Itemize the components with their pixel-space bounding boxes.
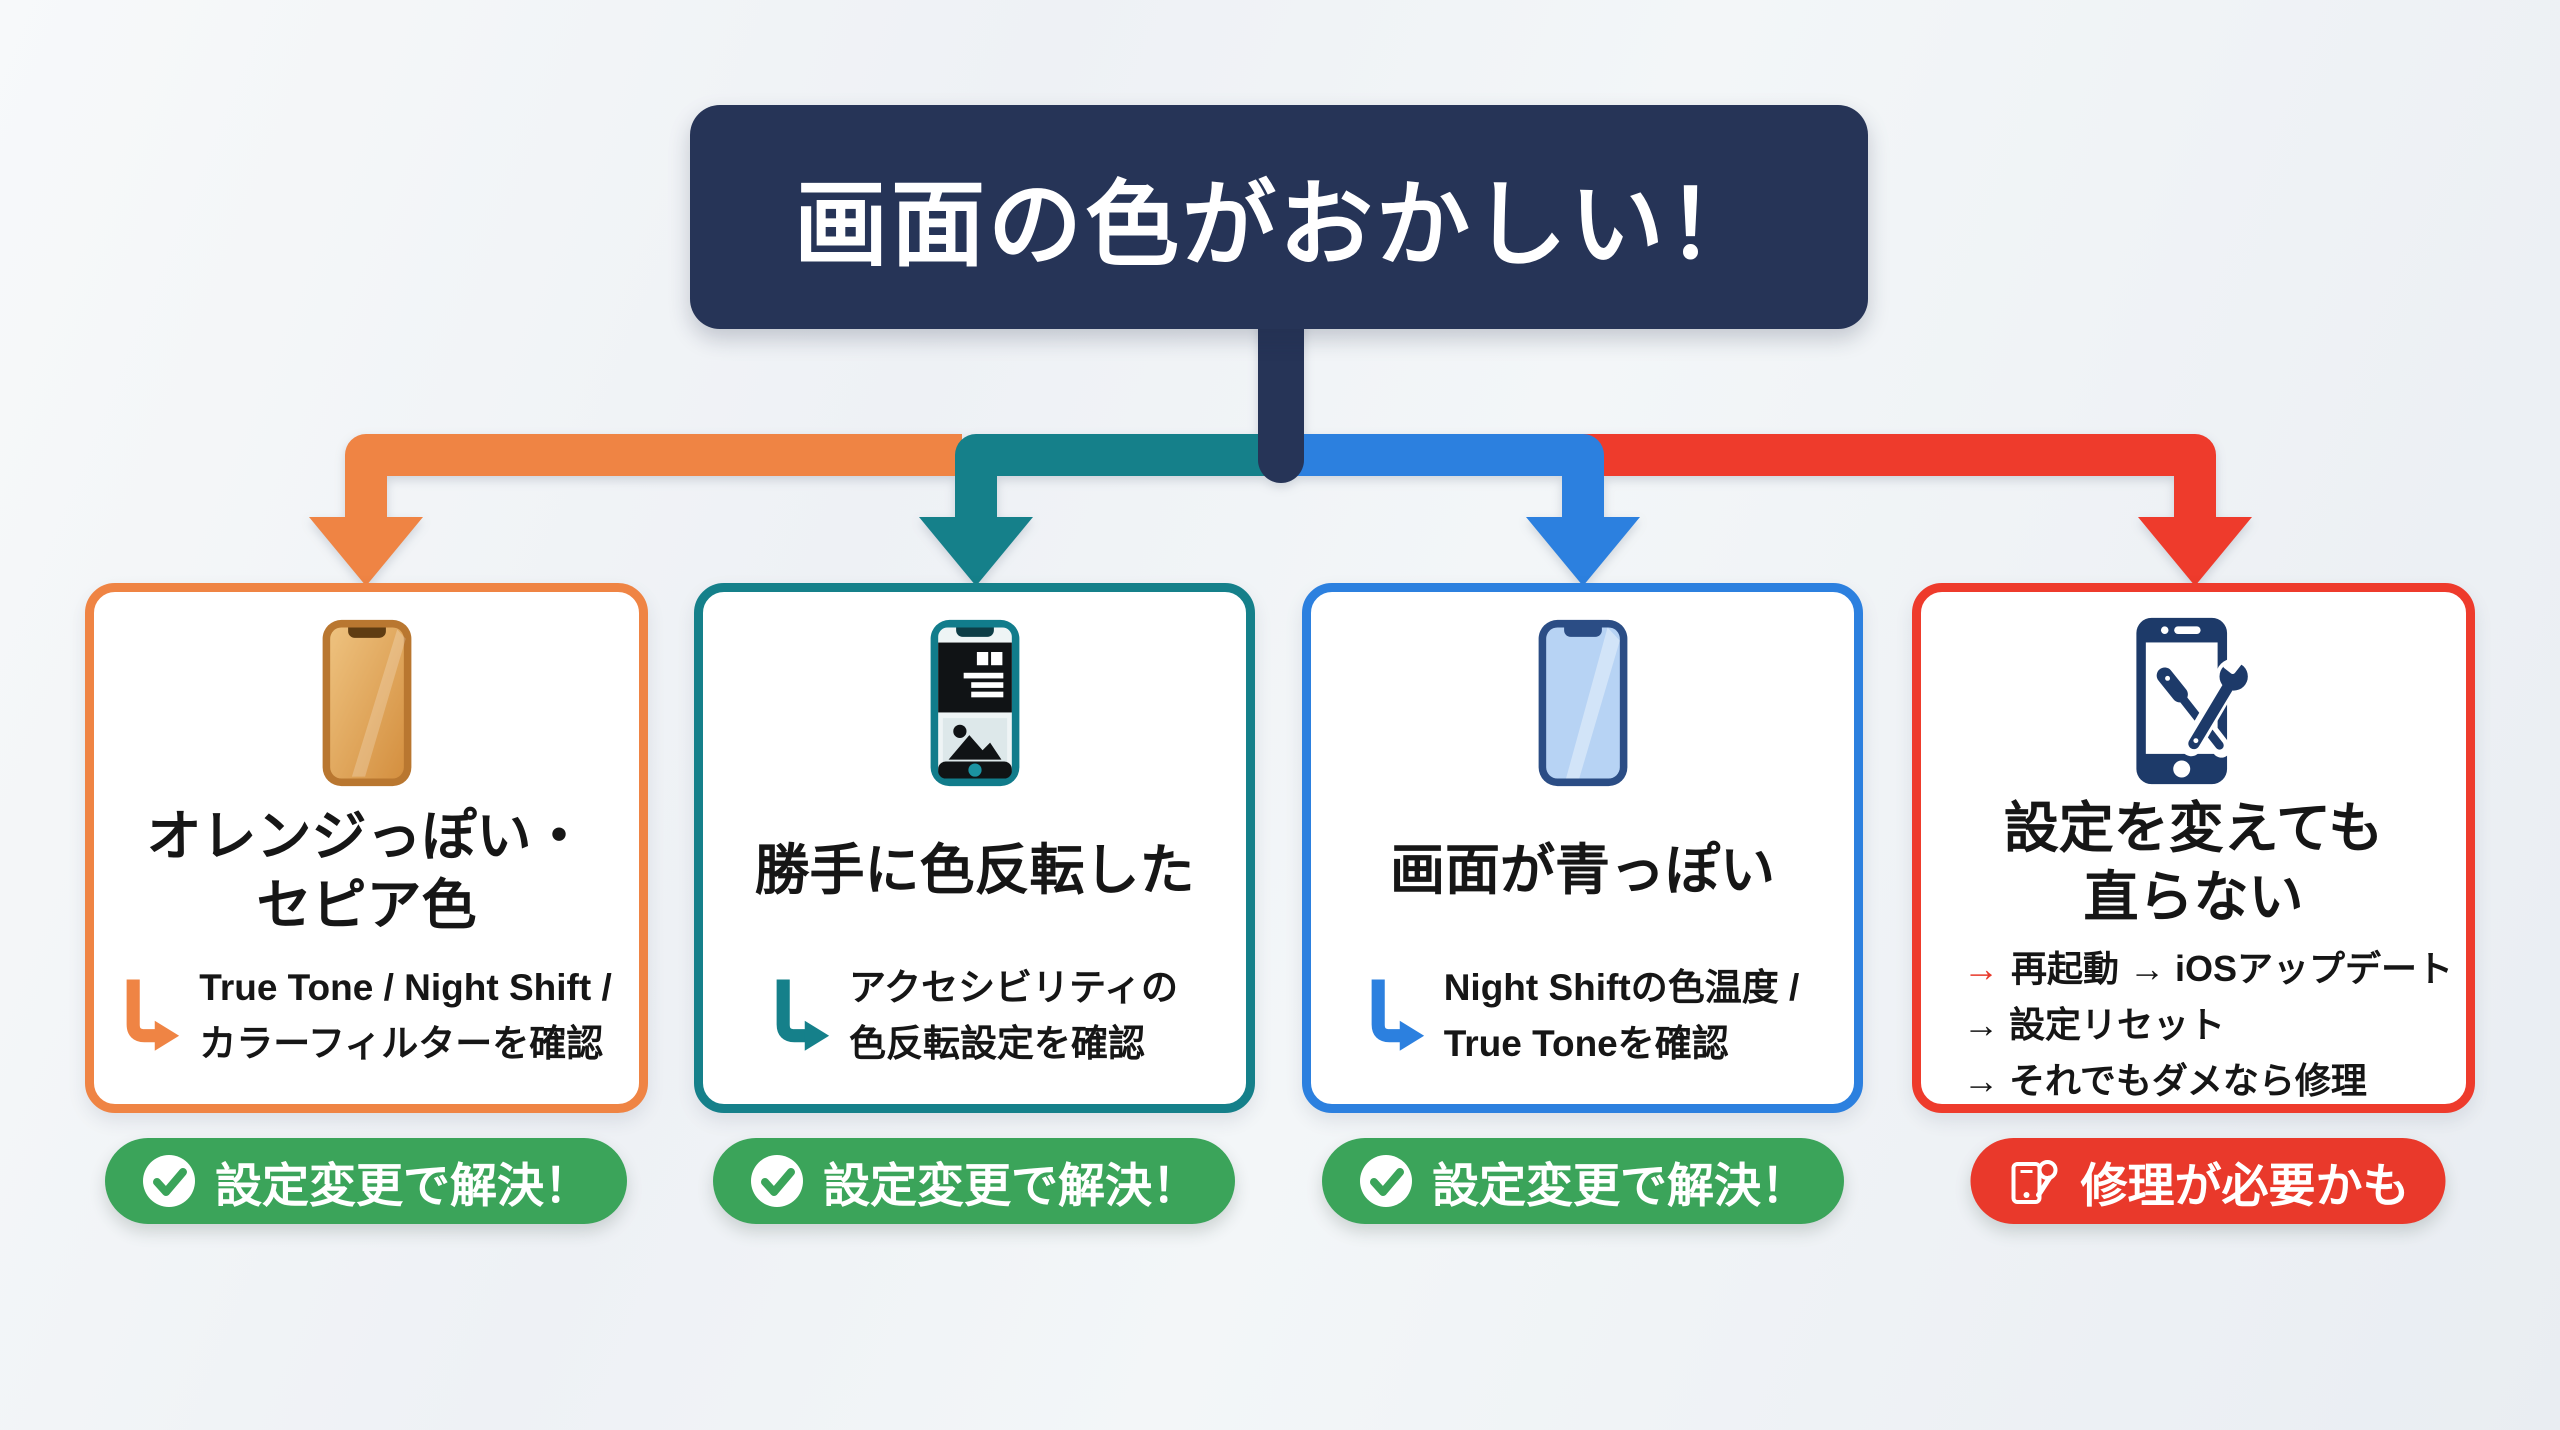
connector-orange-arm — [345, 434, 962, 524]
badge-solved-by-settings-3: 設定変更で解決！ — [1322, 1138, 1844, 1224]
arrow-down-teal-icon — [919, 517, 1033, 586]
advice-line: True Tone / Night Shift / — [199, 967, 612, 1008]
card-title: 画面が青っぽい — [1390, 798, 1775, 944]
advice-line: Night Shiftの色温度 / — [1443, 967, 1800, 1008]
check-icon — [143, 1155, 195, 1207]
card-advice: アクセシビリティの 色反転設定を確認 — [761, 960, 1188, 1071]
advice-line: カラーフィルターを確認 — [199, 1022, 604, 1064]
card-orange-sepia: オレンジっぽい・ セピア色 True Tone / Night Shift / … — [85, 583, 648, 1113]
phone-sepia-screen-icon — [319, 616, 415, 790]
badge-label: 設定変更で解決！ — [1432, 1158, 1808, 1212]
advice-line: アクセシビリティの — [849, 967, 1178, 1008]
advice-line: → 設定リセット — [1963, 1003, 2226, 1045]
advice-line: → それでもダメなら修理 — [1963, 1059, 2367, 1101]
card-title-line: セピア色 — [256, 874, 477, 936]
connector-blue-arm — [1268, 434, 1604, 524]
card-inverted-colors: 勝手に色反転した アクセシビリティの 色反転設定を確認 — [694, 583, 1255, 1113]
phone-repair-icon — [2123, 616, 2265, 786]
phone-blue-screen-icon — [1535, 616, 1631, 790]
elbow-arrow-icon — [1371, 978, 1424, 1051]
badge-solved-by-settings-2: 設定変更で解決！ — [713, 1138, 1235, 1224]
arrow-right-icon: → — [1963, 947, 1999, 989]
card-settings-dont-fix: 設定を変えても 直らない → 再起動 → iOSアップデート → 設定リセット … — [1912, 583, 2475, 1113]
badge-label: 設定変更で解決！ — [823, 1158, 1199, 1212]
badge-solved-by-settings-1: 設定変更で解決！ — [105, 1138, 627, 1224]
repair-icon — [2011, 1160, 2058, 1204]
check-icon — [1360, 1155, 1412, 1207]
elbow-arrow-icon — [776, 978, 830, 1051]
card-title-line: 設定を変えても — [2003, 797, 2384, 859]
phone-inverted-colors-icon — [927, 616, 1023, 790]
elbow-arrow-icon — [126, 978, 180, 1051]
card-advice: True Tone / Night Shift / カラーフィルターを確認 — [111, 960, 621, 1071]
badge-label: 設定変更で解決！ — [215, 1158, 591, 1212]
card-title-line: 直らない — [2083, 866, 2304, 929]
connector-teal-arm — [955, 434, 1294, 524]
card-advice: Night Shiftの色温度 / True Toneを確認 — [1356, 960, 1810, 1071]
arrow-down-red-icon — [2138, 517, 2252, 586]
arrow-down-orange-icon — [309, 517, 423, 586]
card-title: 設定を変えても 直らない — [2004, 794, 2384, 933]
card-title-line: 画面が青っぽい — [1389, 839, 1775, 902]
card-title-line: 勝手に色反転した — [754, 839, 1195, 902]
card-title: オレンジっぽい・ セピア色 — [146, 798, 586, 944]
check-icon — [751, 1155, 803, 1207]
card-advice: → 再起動 → iOSアップデート → 設定リセット → それでもダメなら修理 — [1921, 941, 2466, 1109]
badge-label: 修理が必要かも — [2080, 1158, 2410, 1212]
connector-red-arm — [1576, 434, 2216, 524]
badge-repair-needed: 修理が必要かも — [1970, 1138, 2446, 1224]
title-banner: 画面の色がおかしい！ — [690, 105, 1868, 329]
card-title: 勝手に色反転した — [754, 798, 1194, 944]
page-title: 画面の色がおかしい！ — [793, 172, 1764, 277]
card-bluish-screen: 画面が青っぽい Night Shiftの色温度 / True Toneを確認 — [1302, 583, 1863, 1113]
advice-line: 色反転設定を確認 — [849, 1022, 1146, 1064]
advice-line: 再起動 → iOSアップデート — [2011, 947, 2454, 989]
card-title-line: オレンジっぽい・ — [146, 804, 587, 867]
advice-line: True Toneを確認 — [1443, 1022, 1729, 1064]
arrow-down-blue-icon — [1526, 517, 1640, 586]
